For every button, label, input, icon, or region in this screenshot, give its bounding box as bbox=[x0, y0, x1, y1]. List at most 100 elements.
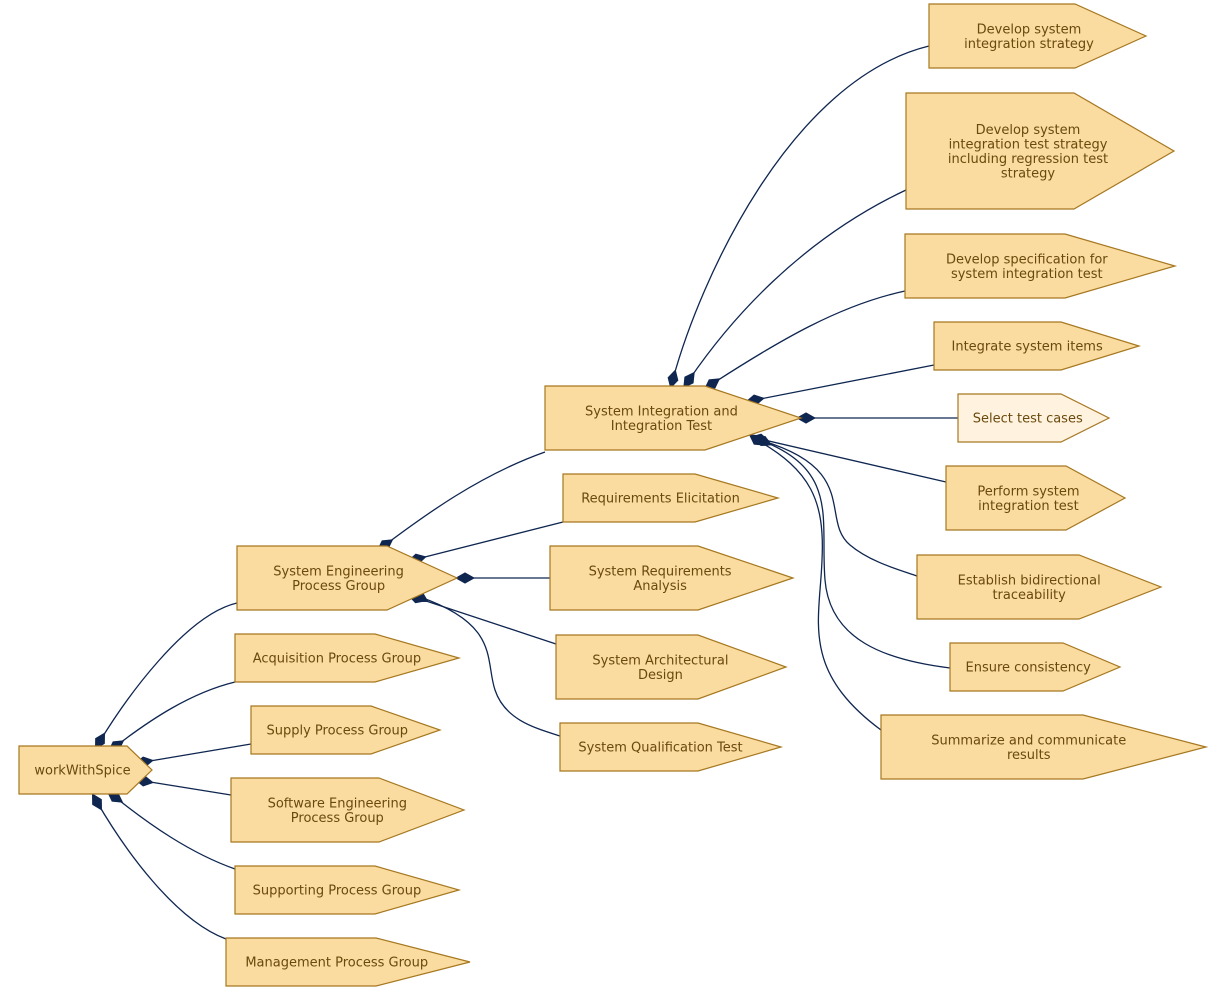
node-label-line: Software Engineering bbox=[268, 796, 407, 811]
node-workWithSpice[interactable]: workWithSpice bbox=[18, 745, 153, 795]
node-shape bbox=[957, 393, 1111, 443]
connector-edge-13 bbox=[711, 290, 906, 385]
node-label-line: strategy bbox=[1001, 166, 1056, 181]
node-shape bbox=[236, 545, 459, 611]
node-label-line: Management Process Group bbox=[245, 956, 428, 971]
connector-edge-6 bbox=[384, 451, 546, 546]
node-shape bbox=[945, 465, 1127, 531]
node-select-test-cases[interactable]: Select test cases bbox=[957, 393, 1111, 443]
node-label-line: Summarize and communicate bbox=[931, 733, 1126, 748]
node-requirements-elicitation[interactable]: Requirements Elicitation bbox=[562, 473, 781, 523]
connector-edge-17 bbox=[762, 440, 918, 577]
node-label-line: System Architectural bbox=[592, 653, 728, 668]
connector-edge-3 bbox=[143, 780, 232, 796]
node-shape bbox=[905, 92, 1176, 210]
node-label-line: Select test cases bbox=[973, 412, 1083, 427]
composition-diamond-0 bbox=[94, 732, 106, 750]
node-label-line: Requirements Elicitation bbox=[581, 492, 740, 507]
composition-diamond-5 bbox=[91, 793, 103, 811]
node-label-line: System Requirements bbox=[589, 564, 732, 579]
connector-edge-0 bbox=[99, 602, 238, 742]
node-shape bbox=[555, 634, 788, 700]
node-label-line: System Engineering bbox=[273, 564, 404, 579]
node-label-line: Develop system bbox=[977, 22, 1082, 37]
node-label-line: Process Group bbox=[291, 811, 384, 826]
node-label-line: Supporting Process Group bbox=[253, 884, 422, 899]
node-label-line: Design bbox=[638, 668, 683, 683]
connector-edge-19 bbox=[756, 439, 882, 731]
node-label-line: traceability bbox=[992, 588, 1066, 603]
node-label-line: Establish bidirectional bbox=[958, 573, 1101, 588]
node-label-line: Integrate system items bbox=[952, 340, 1103, 355]
connector-edge-5 bbox=[96, 801, 227, 940]
node-label-line: Integration Test bbox=[611, 419, 712, 434]
node-label-line: Acquisition Process Group bbox=[253, 652, 421, 667]
node-label-line: Supply Process Group bbox=[266, 724, 407, 739]
node-shape bbox=[880, 714, 1209, 780]
node-label-line: integration test strategy bbox=[949, 137, 1108, 152]
composition-diamond-19 bbox=[748, 434, 766, 446]
connector-edge-2 bbox=[143, 743, 252, 763]
connector-edge-1 bbox=[115, 681, 236, 747]
node-label-line: System Qualification Test bbox=[578, 741, 742, 756]
composition-diamond-11 bbox=[667, 369, 679, 389]
node-shape bbox=[18, 745, 153, 795]
node-shape bbox=[928, 3, 1148, 69]
node-shape bbox=[933, 321, 1142, 371]
connector-edge-4 bbox=[114, 796, 236, 870]
node-ensure-consistency[interactable]: Ensure consistency bbox=[949, 642, 1122, 692]
node-shape bbox=[250, 705, 442, 755]
composition-diamond-15 bbox=[795, 412, 817, 424]
node-shape bbox=[230, 777, 466, 843]
node-label-line: including regression test bbox=[948, 152, 1108, 167]
node-shape bbox=[562, 473, 781, 523]
node-label-line: results bbox=[1007, 748, 1051, 763]
connector-edge-7 bbox=[416, 521, 564, 560]
node-system-qualification-test[interactable]: System Qualification Test bbox=[559, 722, 784, 772]
composition-diamond-12 bbox=[683, 371, 695, 389]
node-label-line: Ensure consistency bbox=[965, 661, 1091, 676]
connector-edge-14 bbox=[754, 364, 935, 401]
node-supply-process-group[interactable]: Supply Process Group bbox=[250, 705, 442, 755]
node-shape bbox=[559, 722, 784, 772]
connector-edge-11 bbox=[672, 45, 930, 380]
node-shape bbox=[234, 865, 462, 915]
connector-edge-9 bbox=[416, 597, 557, 645]
node-label-line: System Integration and bbox=[585, 404, 738, 419]
node-shape bbox=[549, 545, 795, 611]
node-label-line: Process Group bbox=[292, 579, 385, 594]
node-label-line: system integration test bbox=[951, 267, 1103, 282]
node-label-line: integration strategy bbox=[964, 37, 1094, 52]
node-shape bbox=[904, 233, 1178, 299]
node-supporting-process-group[interactable]: Supporting Process Group bbox=[234, 865, 462, 915]
connector-edge-18 bbox=[759, 439, 951, 669]
connector-edge-16 bbox=[759, 438, 947, 483]
node-shape bbox=[949, 642, 1122, 692]
node-shape bbox=[225, 937, 471, 987]
node-label-line: integration test bbox=[978, 499, 1079, 514]
node-management-process-group[interactable]: Management Process Group bbox=[225, 937, 471, 987]
node-integrate-system-items[interactable]: Integrate system items bbox=[933, 321, 1142, 371]
node-label-line: Develop specification for bbox=[946, 252, 1108, 267]
edges-layer bbox=[91, 45, 958, 940]
node-acquisition-process-group[interactable]: Acquisition Process Group bbox=[234, 633, 462, 683]
node-label-line: Develop system bbox=[976, 123, 1081, 138]
connector-edge-10 bbox=[419, 596, 561, 737]
node-shape bbox=[916, 554, 1163, 620]
composition-diamond-8 bbox=[454, 572, 476, 584]
node-label-line: Perform system bbox=[977, 484, 1079, 499]
node-label-line: workWithSpice bbox=[34, 764, 130, 779]
